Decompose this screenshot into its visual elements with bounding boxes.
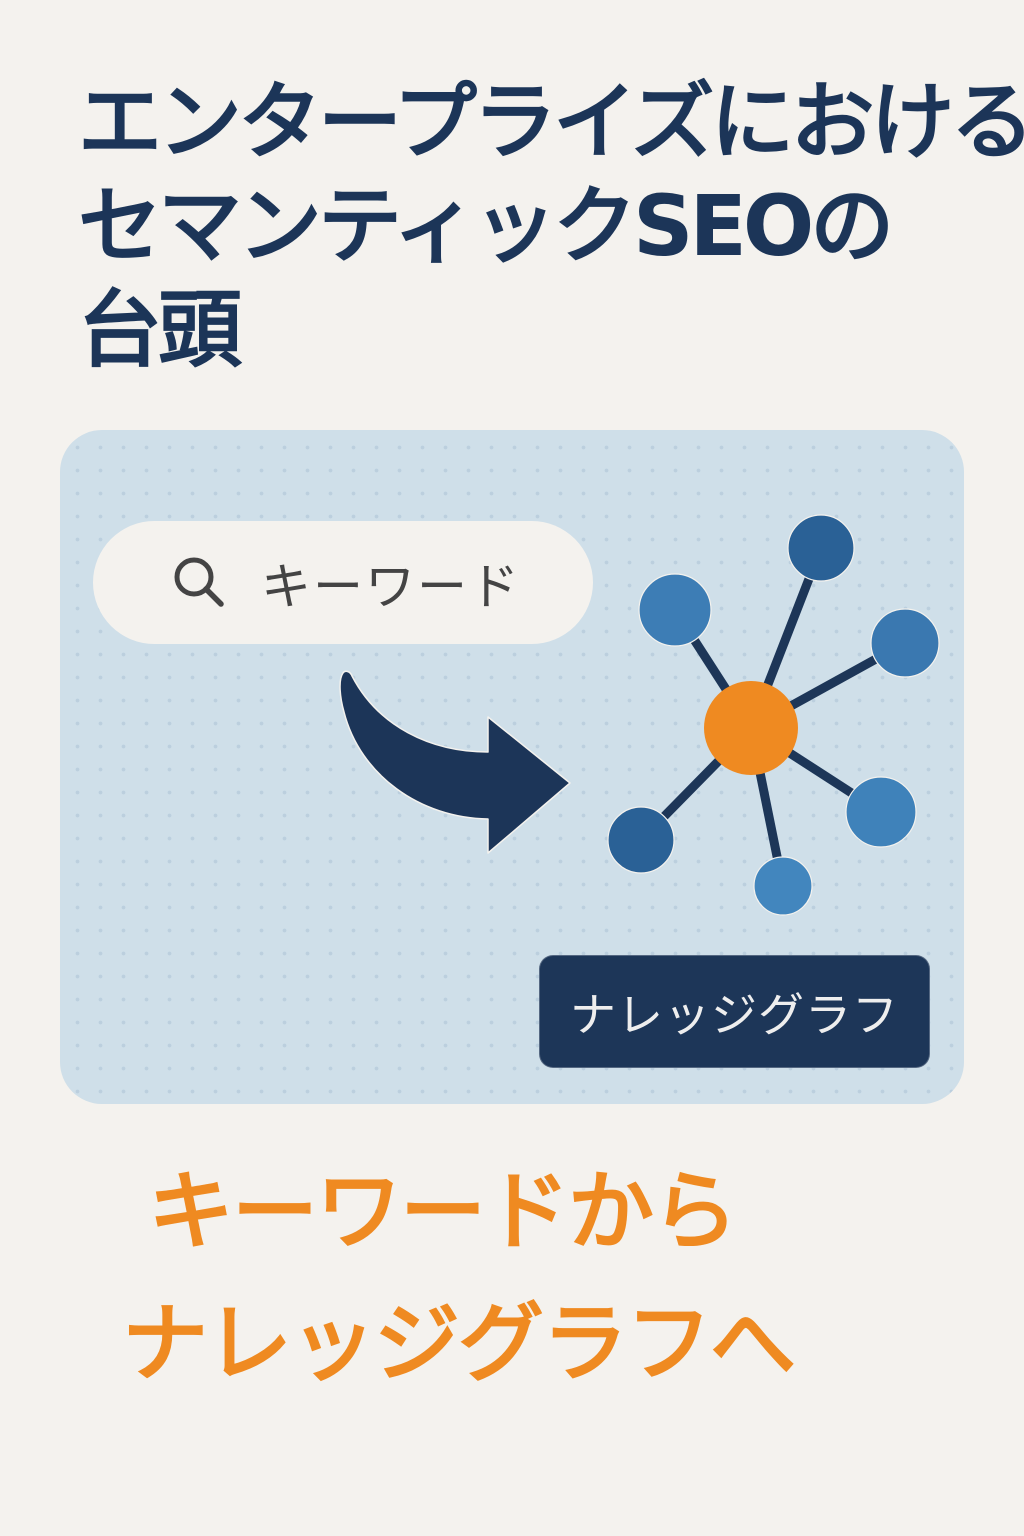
diagram-graphics xyxy=(339,514,940,916)
curved-arrow-right-icon xyxy=(339,670,571,854)
graph-node-right xyxy=(870,608,940,678)
page-title: エンタープライズにおける セマンティックSEOの 台頭 xyxy=(78,70,1024,382)
knowledge-graph-label: ナレッジグラフ xyxy=(539,955,930,1068)
title-line-1: エンタープライズにおける xyxy=(78,73,1024,171)
graph-node-upper-left xyxy=(638,573,712,647)
graph-node-lower-right xyxy=(845,776,917,848)
knowledge-graph-label-text: ナレッジグラフ xyxy=(570,987,899,1042)
title-line-3: 台頭 xyxy=(78,281,242,379)
search-keyword-text: キーワード xyxy=(261,557,521,616)
graph-node-top xyxy=(787,514,855,582)
graph-node-lower-left xyxy=(607,806,675,874)
search-bar: キーワード xyxy=(93,521,593,644)
subtitle: キーワードから ナレッジグラフへ xyxy=(122,1146,796,1410)
subtitle-line-2: ナレッジグラフへ xyxy=(122,1294,796,1394)
search-icon xyxy=(174,557,224,607)
graph-node-center xyxy=(704,681,798,775)
knowledge-graph-icon xyxy=(607,514,940,916)
graph-node-bottom xyxy=(753,856,813,916)
illustration-panel: キーワード ナレッジグラフ xyxy=(60,430,964,1104)
subtitle-line-1: キーワードから xyxy=(148,1162,738,1262)
title-line-2: セマンティックSEOの xyxy=(78,177,894,275)
